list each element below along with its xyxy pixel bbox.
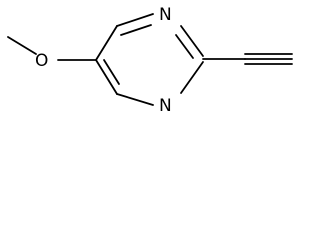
bond-c6-n1 — [116, 13, 154, 27]
bond-c4-c5 — [95, 59, 118, 95]
bond-c4-c5-double — [103, 59, 120, 85]
bond-n1-c2-double — [175, 34, 194, 59]
bond-c6-n1-double — [120, 24, 152, 36]
atom-n-bottom: N — [159, 96, 172, 116]
bond-n3-c4 — [116, 93, 154, 106]
bond-c2-n3 — [180, 61, 204, 94]
structure-canvas: N N O — [0, 0, 300, 121]
atom-o-methoxy: O — [35, 51, 48, 71]
molecule-structure: N N O — [7, 5, 293, 116]
bond-n1-c2 — [180, 25, 204, 57]
atom-n-top: N — [159, 5, 172, 25]
bond-c5-c6 — [95, 25, 118, 61]
bond-o-methyl — [7, 36, 37, 55]
